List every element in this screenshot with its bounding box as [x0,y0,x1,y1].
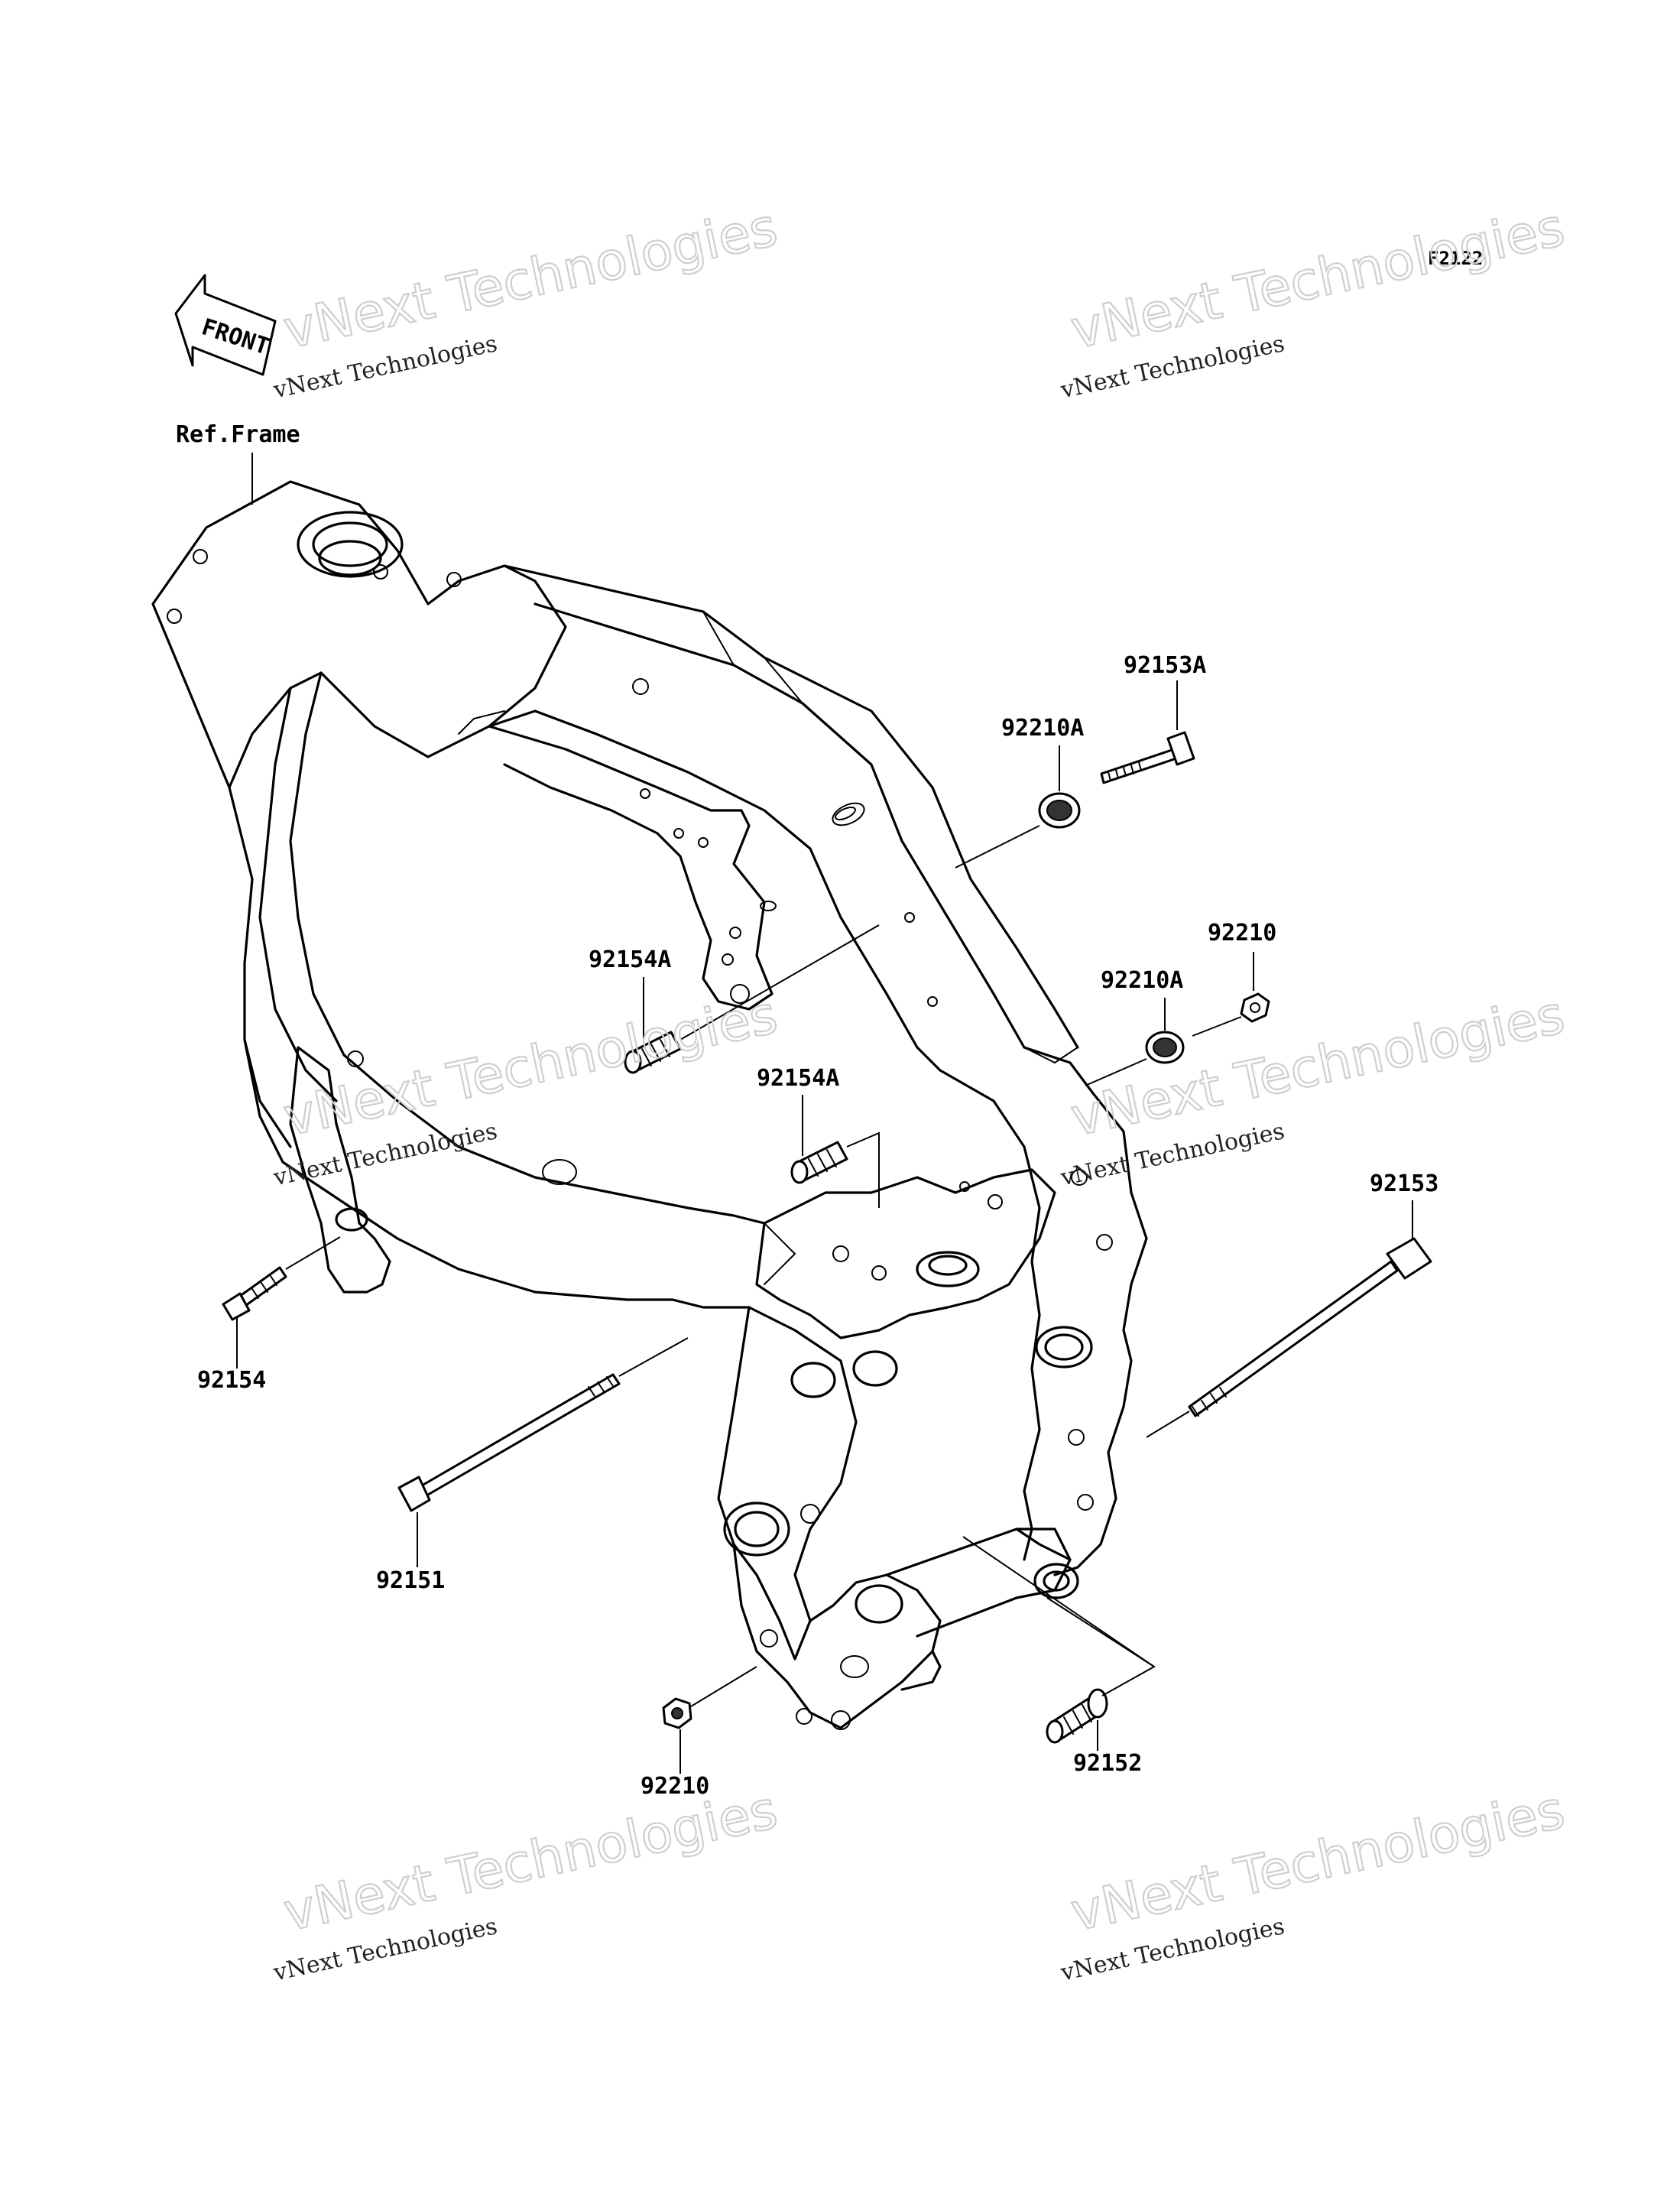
front-arrow-icon: FRONT [174,274,277,376]
svg-text:vNext Technologies: vNext Technologies [279,197,783,361]
rubber-damper-92210A-mid [1145,1031,1185,1064]
part-label-92154A-left: 92154A [589,946,671,973]
part-label-92154A-mid: 92154A [757,1065,839,1092]
bolt-92153A [1100,731,1195,784]
svg-text:vNext Technologies: vNext Technologies [279,1780,783,1943]
nut-92210-bottom [662,1697,692,1729]
part-label-92210-top: 92210 [1208,920,1276,946]
part-label-92151: 92151 [376,1567,445,1594]
watermark-bottom-left: vNext Technologies vNext Technologies [271,1779,783,1986]
watermark-top-left: vNext Technologies vNext Technologies [271,196,783,404]
watermark-mid-right: vNext Technologies vNext Technologies [1058,984,1571,1191]
part-label-92210A-mid: 92210A [1101,967,1183,994]
bolt-92153 [1188,1237,1432,1417]
part-label-92152: 92152 [1073,1750,1142,1777]
diagram-code: F2122 [1428,248,1483,269]
svg-text:vNext Technologies: vNext Technologies [1066,985,1570,1148]
part-label-92153: 92153 [1370,1170,1438,1197]
watermark-top-right: vNext Technologies vNext Technologies [1058,196,1571,404]
svg-text:vNext Technologies: vNext Technologies [1066,197,1570,361]
collar-92152 [1046,1688,1108,1744]
ref-frame-label: Ref.Frame [176,421,300,448]
part-label-92153A: 92153A [1124,652,1206,679]
part-label-92154: 92154 [197,1367,266,1394]
watermark-mid-left: vNext Technologies vNext Technologies [271,984,783,1191]
part-label-92210-bottom: 92210 [641,1773,709,1800]
bolt-92151 [397,1373,621,1512]
watermark-bottom-right: vNext Technologies vNext Technologies [1058,1779,1571,1986]
motorcycle-frame [151,480,1148,1730]
rubber-damper-92210A-top [1038,792,1081,829]
collar-92154A-mid [790,1141,848,1184]
nut-92210-top [1240,992,1270,1023]
part-label-92210A-top: 92210A [1001,715,1084,742]
collar-92154A-left [624,1031,682,1074]
bolt-92154 [222,1266,287,1321]
svg-text:vNext Technologies: vNext Technologies [1066,1780,1570,1943]
